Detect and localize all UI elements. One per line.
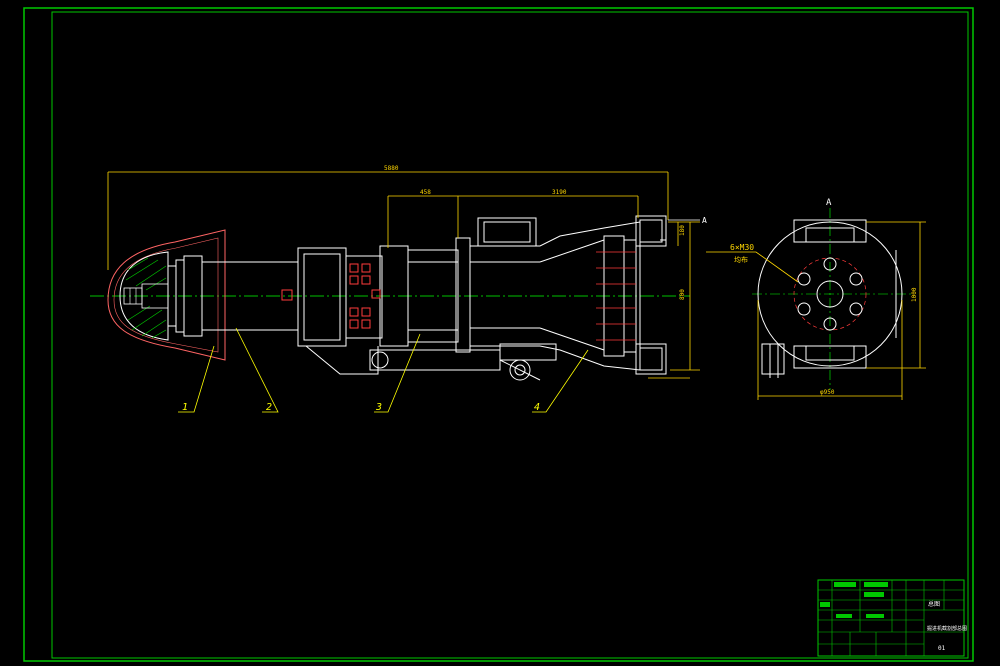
end-plate-studs: [596, 251, 636, 341]
pivot-lugs: [635, 215, 667, 375]
callout-1: 1: [182, 402, 188, 413]
main-elevation-view: 5880 458 3190 800 180 A 1 2 3 4: [90, 165, 707, 413]
dimension-lines: [107, 171, 700, 379]
end-view-a: A: [706, 198, 926, 400]
cutting-head-cover: [107, 229, 226, 361]
motor-body: [470, 217, 641, 371]
reducer-housing: [297, 237, 471, 375]
view-label-a: A: [826, 198, 832, 208]
title-block: 总图 掘进机截割部总图 01: [817, 579, 967, 657]
dim-left: 458: [420, 189, 431, 196]
callout-leaders: [178, 327, 589, 413]
bolt-note: 均布: [734, 255, 748, 264]
section-mark-a: A: [702, 216, 707, 225]
dim-small: 180: [679, 225, 686, 236]
reducer-bolts: [349, 263, 381, 329]
callout-3: 3: [375, 402, 382, 413]
dim-diameter: φ950: [820, 389, 835, 396]
dim-width: 800: [679, 289, 686, 300]
dim-height: 1000: [911, 287, 918, 302]
dim-total-length: 5880: [384, 165, 399, 172]
callout-4: 4: [534, 402, 540, 413]
end-view-lugs: [761, 219, 897, 378]
end-view-outer-circle: [757, 221, 903, 367]
outer-border: [23, 7, 974, 662]
callout-2: 2: [266, 402, 272, 413]
title-left: 总图: [928, 600, 940, 608]
drawing-number: 01: [938, 645, 946, 652]
inner-border: [51, 11, 969, 659]
end-view-bore: [816, 280, 844, 308]
dim-right: 3190: [552, 189, 567, 196]
bolt-circle-holes: [797, 257, 863, 331]
title-name: 掘进机截割部总图: [927, 625, 967, 632]
lifting-cylinder: [369, 343, 557, 381]
bolt-spec: 6×M30: [730, 243, 754, 252]
